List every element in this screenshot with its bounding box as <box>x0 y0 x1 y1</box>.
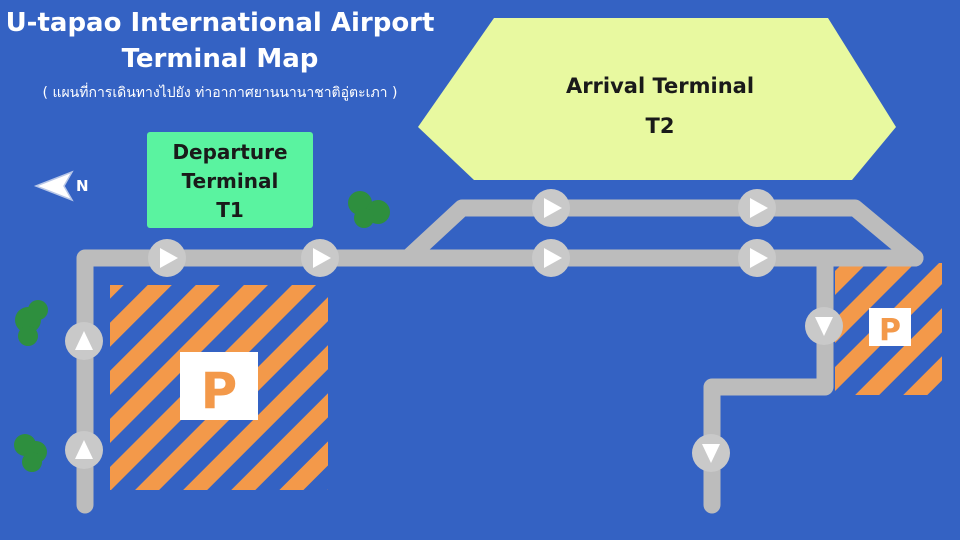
arrow-right-icon <box>750 248 768 268</box>
parking-sign-main <box>180 352 258 420</box>
tree-icon <box>348 191 390 228</box>
road-main <box>76 249 924 514</box>
arrival-terminal-code: T2 <box>645 114 675 138</box>
arrow-up-icon <box>75 331 93 350</box>
direction-marker-down <box>692 434 730 472</box>
map-title-line2: Terminal Map <box>121 44 319 74</box>
departure-terminal-code: T1 <box>216 198 244 222</box>
direction-marker-right <box>532 189 570 227</box>
map-subtitle: ( แผนที่การเดินทางไปยัง ท่าอากาศยานนานาช… <box>42 85 398 101</box>
departure-terminal-building <box>147 132 313 228</box>
direction-marker-up <box>65 431 103 469</box>
arrow-right-icon <box>750 198 768 218</box>
direction-marker-right <box>532 239 570 277</box>
arrow-right-icon <box>544 248 562 268</box>
parking-symbol-east: P <box>879 313 901 348</box>
arrival-terminal-name: Arrival Terminal <box>565 74 755 98</box>
direction-marker-up <box>65 322 103 360</box>
tree-icon <box>14 434 47 472</box>
departure-terminal-name-2: Terminal <box>181 169 279 193</box>
parking-sign-east <box>869 308 911 346</box>
compass: N <box>33 170 89 202</box>
direction-marker-right <box>738 189 776 227</box>
road-upper-loop <box>399 199 924 267</box>
arrival-terminal-building <box>418 18 896 180</box>
arrow-up-icon <box>75 440 93 459</box>
trees <box>14 191 390 472</box>
arrow-right-icon <box>313 248 331 268</box>
direction-markers <box>65 189 843 472</box>
direction-marker-right <box>148 239 186 277</box>
arrow-down-icon <box>815 317 833 336</box>
direction-marker-right <box>738 239 776 277</box>
direction-marker-down <box>805 307 843 345</box>
arrow-right-icon <box>544 198 562 218</box>
arrow-down-icon <box>702 444 720 463</box>
compass-label: N <box>76 177 89 195</box>
map-title-line1: U-tapao International Airport <box>5 8 435 38</box>
arrow-right-icon <box>160 248 178 268</box>
direction-marker-right <box>301 239 339 277</box>
departure-terminal-name-1: Departure <box>172 140 288 164</box>
tree-icon <box>15 300 48 346</box>
north-arrow-icon <box>33 170 74 202</box>
parking-symbol-main: P <box>201 362 238 420</box>
